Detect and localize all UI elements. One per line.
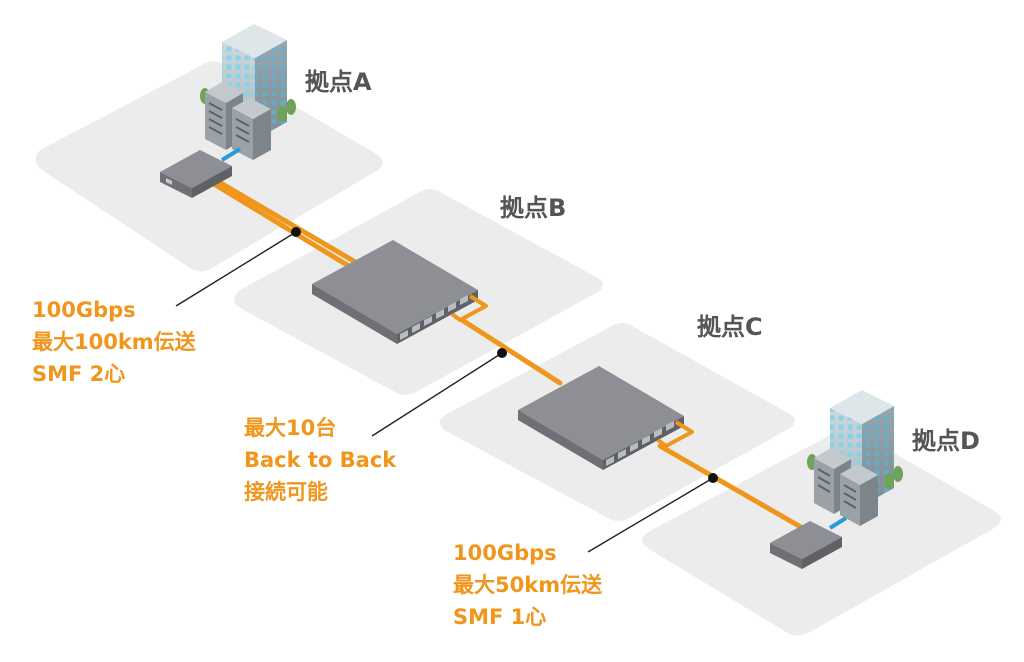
trees-site-d (807, 454, 903, 489)
callout-link-a-b: 100Gbps 最大100km伝送 SMF 2心 (32, 298, 197, 386)
callout-line: SMF 1心 (453, 605, 546, 629)
callout-line: 最大10台 (244, 416, 336, 440)
lan-cable-a (220, 147, 242, 162)
callout-line: 100Gbps (453, 541, 557, 565)
callout-back-to-back: 最大10台 Back to Back 接続可能 (244, 416, 397, 504)
server-rack-a2 (232, 98, 271, 160)
leader-line-c-d (587, 473, 718, 553)
loop-cable-c (656, 420, 694, 448)
callout-line: 最大50km伝送 (453, 573, 603, 597)
fiber-link-a-b (204, 172, 360, 271)
callout-line: 最大100km伝送 (32, 330, 197, 354)
fiber-link-b-c (459, 317, 563, 386)
leader-line-b-c (371, 348, 507, 437)
callout-link-c-d: 100Gbps 最大50km伝送 SMF 1心 (453, 541, 603, 629)
site-label-d: 拠点D (912, 427, 980, 455)
callout-line: Back to Back (244, 448, 397, 472)
device-site-d (770, 521, 842, 569)
site-label-b: 拠点B (500, 194, 566, 222)
switch-site-c (518, 366, 684, 470)
site-label-a: 拠点A (305, 68, 372, 96)
callout-line: 100Gbps (32, 298, 136, 322)
callout-line: SMF 2心 (32, 362, 125, 386)
device-site-a (160, 150, 232, 198)
loop-cable-b (450, 294, 488, 322)
fiber-link-c-d (657, 443, 809, 533)
callout-line: 接続可能 (244, 480, 328, 504)
leader-line-a-b (175, 227, 301, 307)
site-label-c: 拠点C (697, 313, 763, 341)
server-rack-d2 (840, 464, 878, 526)
lan-cable-d (828, 516, 848, 530)
switch-site-b (312, 240, 478, 344)
